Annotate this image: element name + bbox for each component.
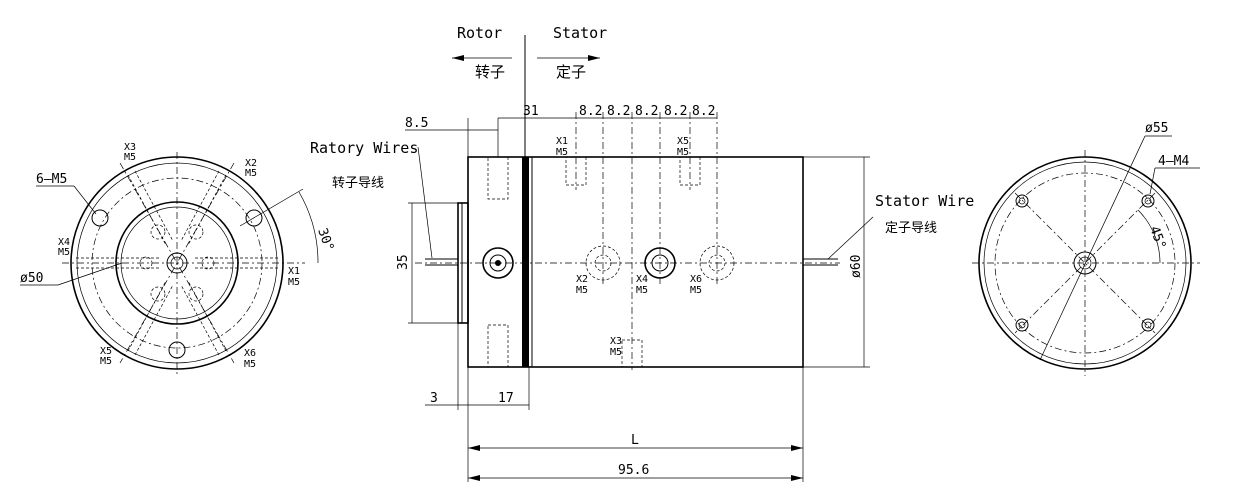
dim-8-2-d: 8.2: [664, 104, 687, 119]
left-center-connector: [166, 252, 188, 274]
stator-port-bores: [565, 156, 735, 368]
left-port-x5-thread: M5: [100, 356, 112, 367]
dim-35: 35: [396, 254, 411, 270]
left-port-x4: X4: [58, 237, 70, 248]
stator-port-x4-inner: [651, 254, 669, 272]
rotor-port-side-inner: [489, 254, 507, 272]
right-holes-leader: [1149, 167, 1156, 195]
rotor-cn-label: 转子: [475, 63, 505, 81]
left-port-x3: X3: [124, 142, 136, 153]
left-port-x1-thread: M5: [288, 277, 300, 288]
dim-8-2-c: 8.2: [635, 104, 658, 119]
left-holes-label: 6–M5: [36, 172, 67, 187]
side-port-x2-thread: M5: [576, 285, 588, 296]
left-mount-hole-2: [245, 209, 263, 227]
dim-3: 3: [430, 391, 438, 406]
right-holes-label: 4–M4: [1158, 154, 1189, 169]
dim-95-6: 95.6: [618, 463, 649, 478]
left-mount-hole-3: [168, 341, 186, 359]
side-port-x1-thread: M5: [556, 147, 568, 158]
dim-17: 17: [498, 391, 514, 406]
right-hole-2-inner: [1144, 197, 1152, 205]
right-end-view: ø55 4–M4 45°: [972, 121, 1200, 376]
side-port-x2: X2: [576, 274, 588, 285]
rotor-label: Rotor: [457, 24, 502, 42]
dim-60: ø60: [849, 255, 864, 278]
port-position-lines: [575, 112, 718, 370]
side-port-x3-thread: M5: [610, 347, 622, 358]
rotary-wires-label: Ratory Wires: [310, 139, 418, 157]
right-center-connector-inner: [1078, 256, 1092, 270]
left-diag-centerline-2: [119, 162, 235, 364]
right-hole-3: [1015, 318, 1029, 332]
left-port-x6-thread: M5: [244, 359, 256, 370]
side-port-x5: X5: [677, 136, 689, 147]
left-end-view: 30° 6–M5 ø50 X3 M5 X2 M5 X4 M5 X1 M5 X5 …: [20, 142, 336, 376]
right-outer-circle: [978, 156, 1192, 370]
right-angle-label: 45°: [1146, 224, 1168, 251]
stator-wire-cn-label: 定子导线: [885, 221, 937, 236]
side-port-x6-thread: M5: [690, 285, 702, 296]
side-separator-band: [522, 157, 529, 367]
dim-8-2-a: 8.2: [579, 104, 602, 119]
right-hole-3-inner: [1018, 321, 1026, 329]
side-port-x1: X1: [556, 136, 568, 147]
right-center-connector: [1073, 251, 1097, 275]
rotary-wires-cn-label: 转子导线: [332, 176, 384, 191]
side-port-x5-thread: M5: [677, 147, 689, 158]
right-bolt-circle: [994, 172, 1176, 354]
side-port-x3: X3: [610, 336, 622, 347]
side-port-x6: X6: [690, 274, 702, 285]
left-port-x2: X2: [245, 158, 257, 169]
rotary-wires-leader: [417, 146, 433, 259]
side-rotor-flange: [457, 202, 469, 324]
stator-wire-label: Stator Wire: [875, 192, 974, 210]
right-angle-arc: [1137, 209, 1161, 264]
left-mount-hole-1: [91, 209, 109, 227]
left-port-x4-thread: M5: [58, 247, 70, 258]
side-port-x4: X4: [636, 274, 648, 285]
left-holes-leader: [73, 185, 97, 215]
right-dia-leader: [1039, 135, 1146, 361]
right-hole-2: [1141, 194, 1155, 208]
left-port-x6: X6: [244, 348, 256, 359]
rotor-port-side-center: [495, 260, 501, 266]
side-view: Rotor Stator 转子 定子 Ratory Wires 转子导线 Sta…: [310, 24, 974, 482]
stator-label: Stator: [553, 24, 607, 42]
stator-cn-label: 定子: [556, 63, 586, 81]
left-dia-leader: [57, 262, 123, 286]
stator-arrowhead: [588, 55, 600, 61]
left-port-x1: X1: [288, 266, 300, 277]
left-dia-label: ø50: [20, 271, 43, 286]
right-hole-1-inner: [1018, 197, 1026, 205]
dim-8-2-b: 8.2: [607, 104, 630, 119]
left-center-connector-inner: [170, 256, 184, 270]
rotor-port-side: [482, 247, 514, 279]
left-port-bores: [76, 170, 278, 356]
side-port-x4-thread: M5: [636, 285, 648, 296]
side-body-outline: [467, 156, 804, 368]
right-diag-centerline-2: [1014, 192, 1156, 334]
stator-wire-leader: [827, 216, 874, 260]
right-dia-label: ø55: [1145, 121, 1168, 136]
right-diag-centerline-1: [1014, 192, 1156, 334]
left-port-x5: X5: [100, 346, 112, 357]
left-port-x2-thread: M5: [245, 168, 257, 179]
right-hole-4: [1141, 318, 1155, 332]
left-port-x3-thread: M5: [124, 152, 136, 163]
right-hole-4-inner: [1144, 321, 1152, 329]
left-angle-arc: [298, 191, 319, 264]
rotor-arrowhead: [452, 55, 464, 61]
dim-8-2-e: 8.2: [692, 104, 715, 119]
left-angle-ext: [239, 188, 304, 227]
dim-31: 31: [523, 104, 539, 119]
dim-8-5: 8.5: [405, 116, 428, 131]
right-hole-1: [1015, 194, 1029, 208]
dim-L: L: [631, 433, 639, 448]
